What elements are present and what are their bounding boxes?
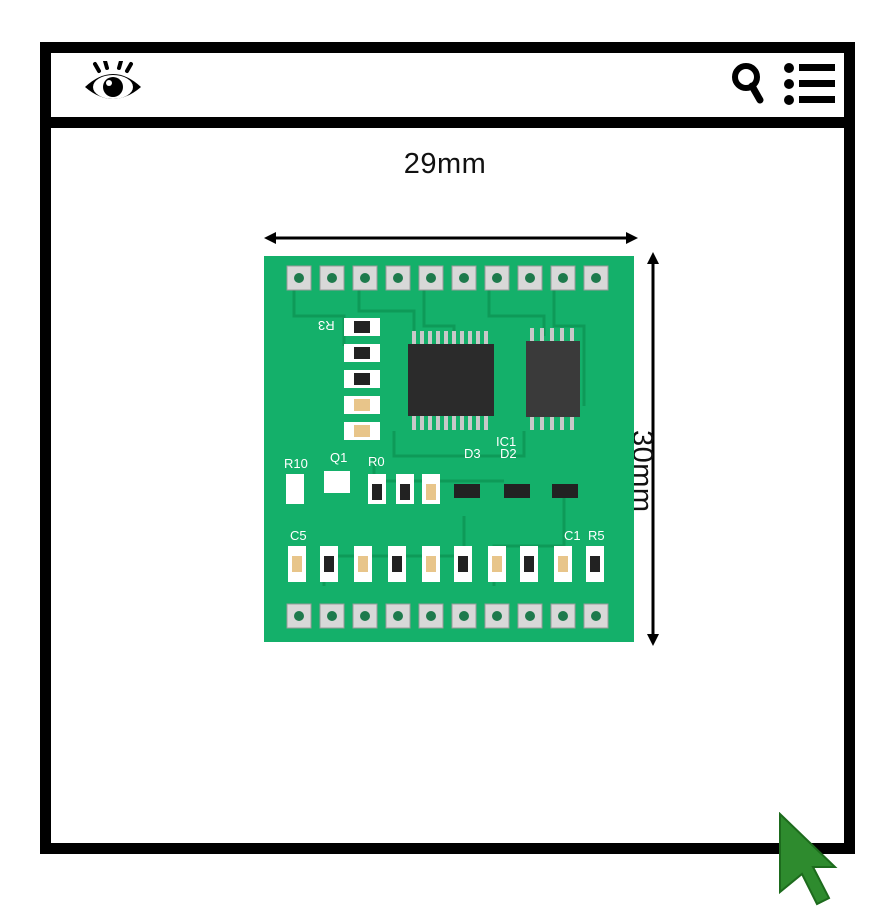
cursor-icon	[779, 812, 838, 906]
label-r5: R5	[588, 528, 605, 543]
label-r3: R3	[318, 318, 335, 333]
list-icon[interactable]	[781, 60, 837, 108]
label-ic1: IC1	[496, 434, 516, 449]
title-bar	[51, 53, 844, 128]
pcb-module-image: R3 R10 Q1 R0 D3 D2 IC1 C5 C1 R5	[264, 256, 634, 642]
label-q1: Q1	[330, 450, 347, 465]
width-dimension-label: 29mm	[403, 148, 487, 180]
label-r10: R10	[284, 456, 308, 471]
label-c1: C1	[564, 528, 581, 543]
label-d3: D3	[464, 446, 481, 461]
label-c5: C5	[290, 528, 307, 543]
label-d2: D2	[500, 446, 517, 461]
search-icon[interactable]	[731, 62, 767, 106]
label-r0: R0	[368, 454, 385, 469]
eye-icon[interactable]	[81, 61, 145, 109]
